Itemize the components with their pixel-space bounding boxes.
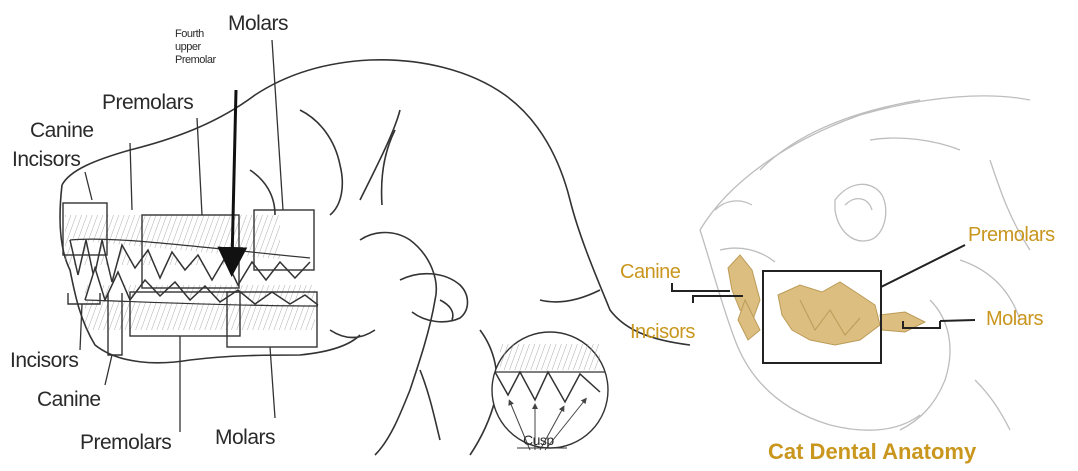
cat-skull-outline: [700, 96, 1030, 430]
cat-canine-label: Canine: [620, 262, 680, 282]
cat-teeth: [728, 255, 925, 345]
cat-premolars-label: Premolars: [968, 225, 1055, 245]
cat-molars-label: Molars: [986, 309, 1043, 329]
cat-incisors-label: Incisors: [630, 322, 695, 342]
cat-dental-anatomy-title: Cat Dental Anatomy: [768, 441, 976, 463]
